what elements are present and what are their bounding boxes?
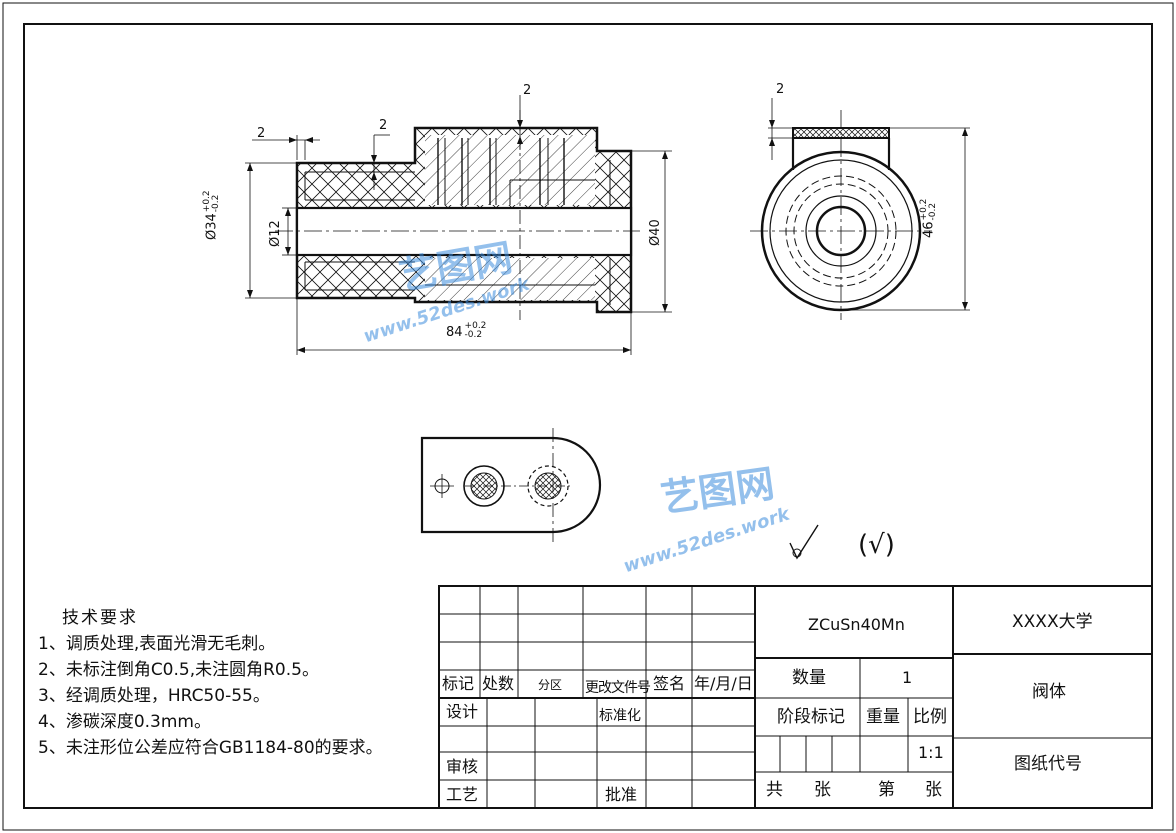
roughness-symbol [789, 524, 819, 560]
roughness-paren: (√) [858, 530, 895, 560]
dim-side-top-2: 2 [776, 82, 785, 97]
tech-req-item-3: 3、经调质处理，HRC50-55。 [38, 686, 270, 706]
tech-req-title: 技术要求 [62, 608, 138, 628]
tb-process: 工艺 [446, 785, 479, 804]
dim-length-84-value: 84 [446, 325, 463, 340]
tb-total-label: 共 [766, 780, 783, 800]
dim-left-step-2: 2 [379, 118, 388, 133]
tech-req-item-4: 4、渗碳深度0.3mm。 [38, 712, 211, 732]
dim-length-84-tol: +0.2-0.2 [465, 322, 487, 340]
tb-rev-mark: 标记 [442, 674, 475, 693]
dim-side-46: 46+0.2-0.2 [919, 199, 938, 238]
tb-rev-zone: 分区 [538, 678, 563, 692]
tb-sheetno-label: 第 [878, 780, 895, 800]
tb-rev-count: 处数 [482, 674, 515, 693]
dim-top-2: 2 [523, 83, 532, 98]
tb-sheetno-sheets: 张 [925, 780, 942, 800]
tech-req-item-5: 5、未注形位公差应符合GB1184-80的要求。 [38, 738, 383, 758]
dim-dia-34-value: Ø34 [204, 213, 220, 240]
tb-qty-label: 数量 [792, 668, 826, 688]
dim-length-84-tol-upper: +0.2 [464, 321, 487, 331]
dim-side-46-tol-lower: -0.2 [928, 202, 938, 221]
dim-dia-34-tol-lower: -0.2 [211, 194, 221, 213]
dim-dia-40: Ø40 [648, 219, 663, 246]
tb-weight-label: 重量 [866, 707, 900, 727]
dim-left-top-2: 2 [257, 126, 266, 141]
side-view [750, 98, 970, 320]
tb-school: XXXX大学 [1012, 612, 1093, 632]
front-section-view [245, 95, 672, 355]
dim-dia-34: Ø34+0.2-0.2 [202, 190, 221, 240]
tech-req-item-1: 1、调质处理,表面光滑无毛刺。 [38, 634, 276, 654]
tb-stage-label: 阶段标记 [777, 707, 845, 727]
tb-design: 设计 [446, 702, 479, 721]
tb-standard: 标准化 [599, 708, 641, 724]
tb-scale-value: 1:1 [918, 743, 944, 762]
tb-rev-date: 年/月/日 [694, 674, 753, 693]
tb-rev-doc: 更改文件号 [585, 680, 651, 696]
tb-part-name: 阀体 [1032, 682, 1066, 702]
dim-length-84: 84+0.2-0.2 [446, 322, 487, 341]
top-view [420, 428, 602, 542]
tb-material: ZCuSn40Mn [808, 615, 905, 634]
tb-check: 审核 [446, 757, 479, 776]
dim-side-46-value: 46 [921, 221, 937, 238]
tb-scale-label: 比例 [913, 707, 947, 727]
tb-approve: 批准 [605, 785, 638, 804]
dim-length-84-tol-lower: -0.2 [464, 330, 483, 340]
tb-qty-value: 1 [902, 668, 913, 687]
tb-rev-sign: 签名 [653, 674, 686, 693]
tech-req-item-2: 2、未标注倒角C0.5,未注圆角R0.5。 [38, 660, 319, 680]
dim-dia-34-tol: +0.2-0.2 [202, 190, 221, 213]
title-block-grid [438, 585, 1153, 809]
tb-sheets-label: 张 [814, 780, 831, 800]
dim-dia-12: Ø12 [268, 220, 283, 247]
dim-side-46-tol: +0.2-0.2 [919, 199, 938, 221]
tb-drawing-code: 图纸代号 [1014, 754, 1082, 774]
